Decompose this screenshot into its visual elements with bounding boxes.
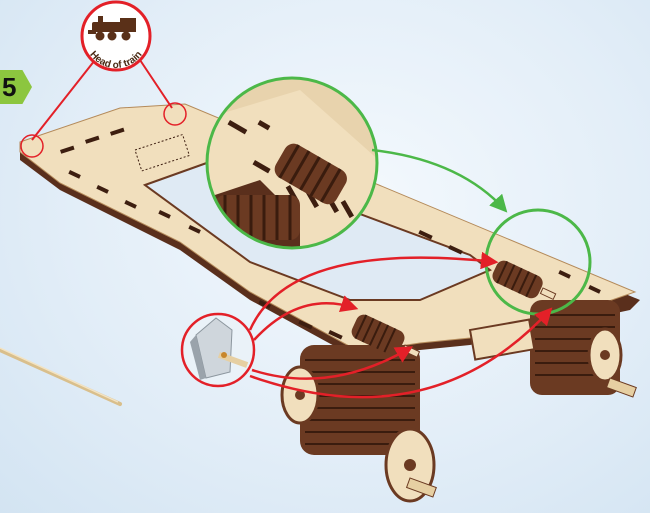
toothpick <box>0 348 120 404</box>
left-bogie <box>282 345 436 501</box>
craft-knife-callout <box>182 314 254 386</box>
